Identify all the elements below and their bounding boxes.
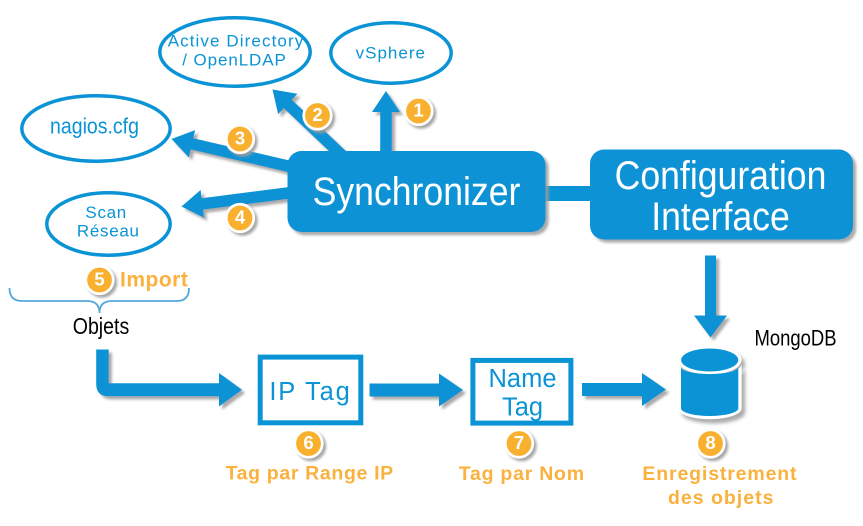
svg-text:Name: Name <box>488 365 556 393</box>
svg-text:5: 5 <box>94 269 104 290</box>
svg-text:8: 8 <box>705 432 715 453</box>
svg-text:MongoDB: MongoDB <box>754 327 836 351</box>
svg-text:Enregistrement: Enregistrement <box>642 463 797 485</box>
svg-text:Scan: Scan <box>85 203 127 222</box>
svg-text:Interface: Interface <box>651 195 790 239</box>
svg-text:Réseau: Réseau <box>77 222 140 241</box>
svg-text:Objets: Objets <box>73 314 129 340</box>
svg-text:3: 3 <box>235 128 245 149</box>
svg-text:Import: Import <box>120 268 188 291</box>
svg-text:Synchronizer: Synchronizer <box>313 170 521 214</box>
svg-text:4: 4 <box>235 207 246 228</box>
svg-text:Tag par Nom: Tag par Nom <box>459 463 585 485</box>
svg-text:/ OpenLDAP: / OpenLDAP <box>182 51 286 70</box>
svg-text:des objets: des objets <box>668 487 774 509</box>
svg-text:nagios.cfg: nagios.cfg <box>50 114 139 138</box>
svg-text:Active Directory: Active Directory <box>168 32 305 51</box>
svg-text:vSphere: vSphere <box>356 44 426 63</box>
svg-text:6: 6 <box>303 432 313 453</box>
svg-text:Tag par Range IP: Tag par Range IP <box>226 463 394 485</box>
svg-text:7: 7 <box>514 432 524 453</box>
svg-text:Configuration: Configuration <box>615 154 827 198</box>
svg-text:IP Tag: IP Tag <box>269 378 351 406</box>
svg-text:1: 1 <box>413 100 423 121</box>
svg-text:2: 2 <box>312 104 322 125</box>
svg-text:Tag: Tag <box>502 394 543 422</box>
